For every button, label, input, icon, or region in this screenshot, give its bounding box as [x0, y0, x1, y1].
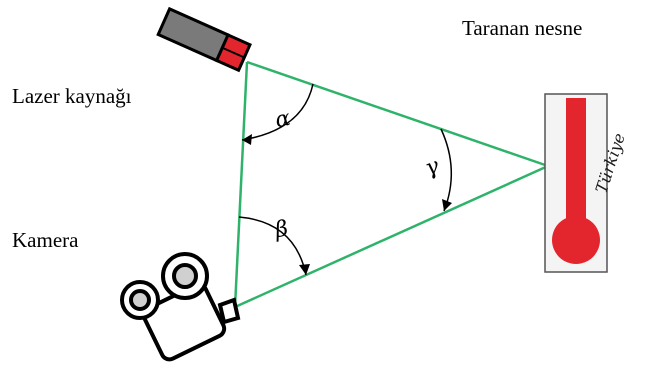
gamma-arc	[440, 128, 452, 212]
camera-to-object-line	[234, 164, 549, 309]
laser-to-camera-baseline	[233, 61, 249, 308]
alpha-symbol: α	[273, 106, 293, 134]
beta-arc	[238, 216, 307, 276]
gamma-symbol: γ	[422, 153, 444, 181]
alpha-arrowhead	[242, 134, 252, 145]
laser-source-label: Lazer kaynağı	[12, 84, 132, 108]
beam-triangle	[233, 60, 549, 309]
camera-label: Kamera	[12, 228, 79, 252]
scanned-object-label: Taranan nesne	[462, 16, 583, 40]
gamma-arrowhead	[442, 199, 452, 211]
beta-arrowhead	[299, 264, 310, 275]
camera-icon	[120, 252, 241, 362]
scanned-object-icon: Türkiye	[544, 93, 629, 273]
laser-source-icon	[156, 6, 252, 73]
alpha-arc	[241, 83, 314, 141]
beta-symbol: β	[272, 216, 290, 243]
laser-to-object-beam	[246, 60, 549, 168]
